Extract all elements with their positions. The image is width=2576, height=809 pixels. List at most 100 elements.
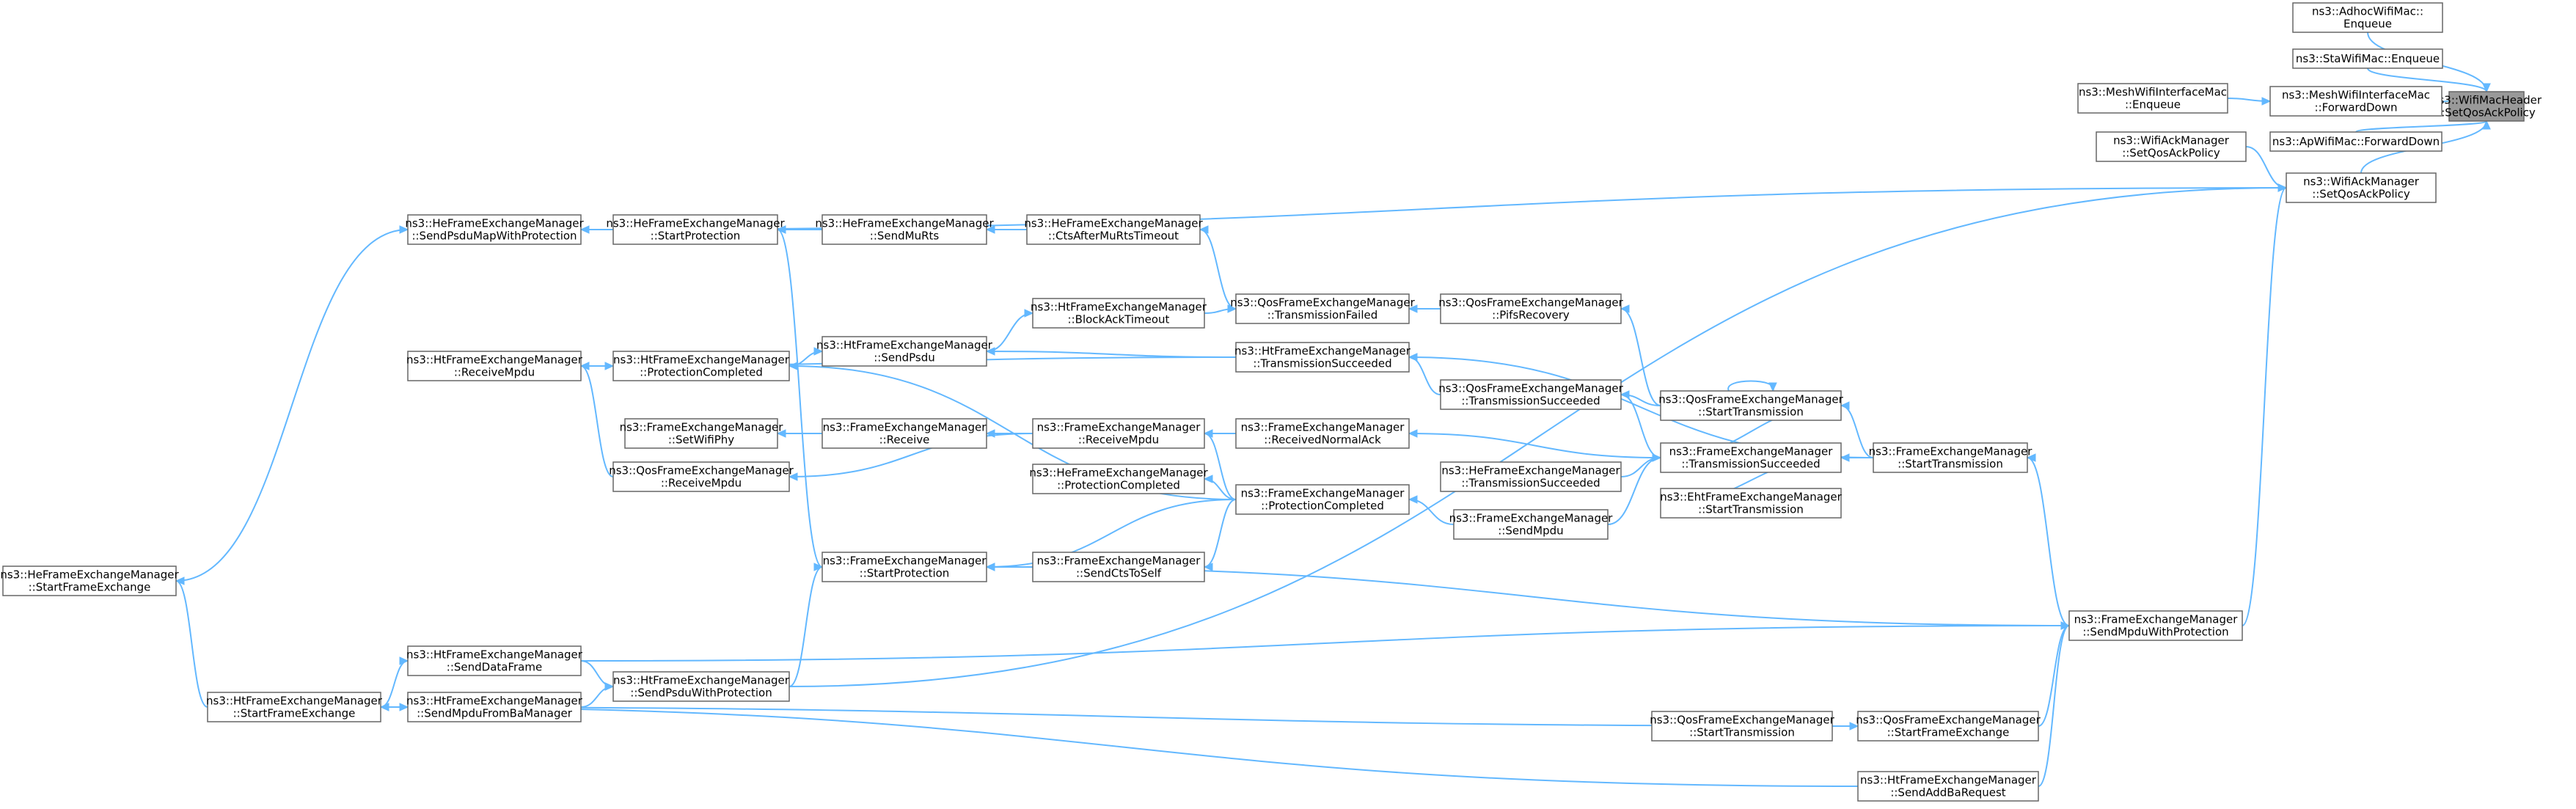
graph-node-label: ns3::FrameExchangeManager: [1037, 554, 1201, 568]
graph-node-n24[interactable]: ns3::FrameExchangeManager::ReceiveMpdu: [1032, 418, 1205, 449]
graph-node-label: ns3::HeFrameExchangeManager: [1441, 464, 1620, 477]
graph-node-label: ns3::MeshWifiInterfaceMac: [2079, 86, 2227, 99]
graph-node-box: [1440, 379, 1622, 410]
graph-node-n2[interactable]: ns3::StaWifiMac::Enqueue: [2292, 48, 2443, 69]
graph-node-box: [2068, 610, 2243, 641]
graph-node-n6[interactable]: ns3::WifiAckManager::SetQosAckPolicy: [2096, 131, 2247, 162]
graph-node-label: ns3::HeFrameExchangeManager: [0, 568, 179, 582]
graph-node-n42[interactable]: ns3::QosFrameExchangeManager::StartFrame…: [1856, 711, 2041, 742]
graph-edge-n29-n28: [1203, 475, 1237, 500]
graph-node-n9[interactable]: ns3::HeFrameExchangeManager::StartProtec…: [606, 214, 785, 245]
graph-node-n5[interactable]: ns3::ApWifiMac::ForwardDown: [2269, 131, 2443, 152]
graph-node-box: [1857, 771, 2039, 802]
graph-node-box: [1440, 293, 1622, 324]
graph-node-n39[interactable]: ns3::HtFrameExchangeManager::StartFrameE…: [206, 692, 383, 722]
graph-node-n12[interactable]: ns3::QosFrameExchangeManager::Transmissi…: [1230, 293, 1416, 324]
graph-node-box: [2286, 172, 2437, 203]
graph-node-n13[interactable]: ns3::QosFrameExchangeManager::PifsRecove…: [1438, 293, 1624, 324]
graph-node-label: ::SendPsdu: [874, 351, 935, 365]
graph-edge-n33-n9: [776, 225, 823, 568]
graph-node-n10[interactable]: ns3::HeFrameExchangeManager::SendMuRts: [815, 214, 994, 245]
graph-node-n27[interactable]: ns3::QosFrameExchangeManager::ReceiveMpd…: [609, 461, 794, 492]
graph-node-n40[interactable]: ns3::HtFrameExchangeManager::SendMpduFro…: [406, 692, 583, 722]
graph-node-n37[interactable]: ns3::HtFrameExchangeManager::SendDataFra…: [406, 645, 583, 676]
graph-node-label: ns3::QosFrameExchangeManager: [1650, 714, 1834, 727]
graph-edge-n26-n25: [1408, 429, 1661, 458]
graph-node-n18[interactable]: ns3::HtFrameExchangeManager::Transmissio…: [1234, 342, 1411, 373]
graph-node-n15[interactable]: ns3::HtFrameExchangeManager::ReceiveMpdu: [406, 351, 583, 381]
graph-node-label: ns3::HtFrameExchangeManager: [1860, 774, 2037, 787]
graph-node-n8[interactable]: ns3::HeFrameExchangeManager::SendPsduMap…: [405, 214, 584, 245]
graph-node-n25[interactable]: ns3::FrameExchangeManager::ReceivedNorma…: [1235, 418, 1410, 449]
graph-node-label: ::StartTransmission: [1698, 503, 1804, 516]
graph-node-label: ::ReceiveMpdu: [1078, 433, 1159, 447]
graph-node-label: ::StartProtection: [651, 230, 741, 243]
graph-edge-n18-n17: [985, 347, 1237, 358]
graph-node-box: [1453, 509, 1609, 540]
graph-node-box: [1032, 298, 1205, 329]
graph-node-label: ns3::FrameExchangeManager: [2074, 613, 2239, 626]
graph-node-n17[interactable]: ns3::HtFrameExchangeManager::SendPsdu: [816, 336, 993, 367]
graph-node-n31[interactable]: ns3::EhtFrameExchangeManager::StartTrans…: [1660, 488, 1843, 519]
graph-node-label: ns3::FrameExchangeManager: [1241, 487, 1405, 500]
graph-node-label: ns3::FrameExchangeManager: [620, 421, 784, 434]
graph-edge-n23-n22: [776, 429, 822, 438]
graph-node-n33[interactable]: ns3::FrameExchangeManager::StartProtecti…: [822, 552, 987, 582]
graph-edge-n20-n13: [1620, 304, 1661, 406]
graph-edge-n43-n36: [2038, 621, 2071, 787]
graph-node-label: ::TransmissionSucceeded: [1681, 458, 1820, 471]
graph-node-n16[interactable]: ns3::HtFrameExchangeManager::ProtectionC…: [612, 351, 790, 381]
graph-node-n32[interactable]: ns3::FrameExchangeManager::SendMpdu: [1449, 509, 1614, 540]
graph-node-n22[interactable]: ns3::FrameExchangeManager::SetWifiPhy: [620, 418, 784, 449]
graph-node-box: [2077, 83, 2228, 114]
graph-node-label: ::ReceiveMpdu: [661, 477, 742, 490]
graph-node-label: ::SendMuRts: [870, 230, 940, 243]
graph-node-label: ns3::HeFrameExchangeManager: [1024, 217, 1203, 230]
graph-node-n43[interactable]: ns3::HtFrameExchangeManager::SendAddBaRe…: [1857, 771, 2039, 802]
graph-node-label: ns3::AdhocWifiMac::: [2312, 5, 2423, 18]
graph-node-label: ns3::QosFrameExchangeManager: [1658, 393, 1843, 406]
graph-node-n36[interactable]: ns3::FrameExchangeManager::SendMpduWithP…: [2068, 610, 2243, 641]
graph-node-n19[interactable]: ns3::QosFrameExchangeManager::Transmissi…: [1438, 379, 1624, 410]
graph-node-box: [1651, 711, 1833, 742]
graph-edge-n11-n10: [985, 225, 1027, 234]
graph-node-n11[interactable]: ns3::HeFrameExchangeManager::CtsAfterMuR…: [1024, 214, 1203, 245]
graph-node-n30[interactable]: ns3::HeFrameExchangeManager::Transmissio…: [1440, 461, 1622, 492]
graph-node-label: ::ForwardDown: [2315, 101, 2398, 114]
graph-node-n4[interactable]: ns3::MeshWifiInterfaceMac::Enqueue: [2077, 83, 2228, 114]
graph-node-label: ns3::QosFrameExchangeManager: [609, 464, 794, 477]
graph-node-box: [2292, 48, 2443, 69]
graph-node-box: [1660, 442, 1842, 473]
graph-node-n7[interactable]: ns3::WifiAckManager::SetQosAckPolicy: [2286, 172, 2437, 203]
graph-node-box: [2448, 91, 2525, 122]
graph-node-n23[interactable]: ns3::FrameExchangeManager::Receive: [822, 418, 987, 449]
graph-node-label: ::PifsRecovery: [1492, 309, 1570, 322]
graph-node-label: ns3::FrameExchangeManager: [1669, 445, 1834, 458]
graph-node-label: ::CtsAfterMuRtsTimeout: [1048, 230, 1179, 243]
graph-node-n35[interactable]: ns3::HeFrameExchangeManager::StartFrameE…: [0, 565, 179, 596]
graph-node-n41[interactable]: ns3::QosFrameExchangeManager::StartTrans…: [1650, 711, 1835, 742]
graph-node-n14[interactable]: ns3::HtFrameExchangeManager::BlockAckTim…: [1031, 298, 1207, 329]
graph-edge-n17-n14: [986, 309, 1034, 352]
graph-node-n26[interactable]: ns3::FrameExchangeManager::TransmissionS…: [1660, 442, 1842, 473]
graph-node-n1[interactable]: ns3::AdhocWifiMac::Enqueue: [2292, 2, 2443, 33]
graph-node-n28[interactable]: ns3::HeFrameExchangeManager::ProtectionC…: [1029, 464, 1208, 494]
graph-node-label: ns3::QosFrameExchangeManager: [1438, 382, 1623, 395]
graph-edge-n9-n8: [579, 225, 613, 234]
graph-node-n29[interactable]: ns3::FrameExchangeManager::ProtectionCom…: [1235, 484, 1410, 515]
graph-node-n38[interactable]: ns3::HtFrameExchangeManager::SendPsduWit…: [612, 671, 790, 702]
graph-node-label: ns3::FrameExchangeManager: [823, 421, 987, 434]
graph-node-box: [822, 418, 987, 449]
graph-node-box: [407, 692, 582, 722]
graph-node-label: ::StartTransmission: [1698, 406, 1804, 419]
graph-node-box: [1235, 484, 1410, 515]
graph-node-n20[interactable]: ns3::QosFrameExchangeManager::StartTrans…: [1658, 390, 1844, 421]
graph-node-n34[interactable]: ns3::FrameExchangeManager::SendCtsToSelf: [1032, 552, 1205, 582]
graph-node-label: ::Enqueue: [2125, 98, 2181, 111]
graph-edge-n35-n8: [175, 225, 409, 582]
graph-node-box: [1032, 418, 1205, 449]
graph-node-n3[interactable]: ns3::MeshWifiInterfaceMac::ForwardDown: [2269, 86, 2443, 117]
graph-node-box: [2269, 86, 2443, 117]
graph-node-n21[interactable]: ns3::FrameExchangeManager::StartTransmis…: [1869, 442, 2033, 473]
graph-node-n0[interactable]: ns3::WifiMacHeader::SetQosAckPolicy: [2432, 91, 2542, 122]
